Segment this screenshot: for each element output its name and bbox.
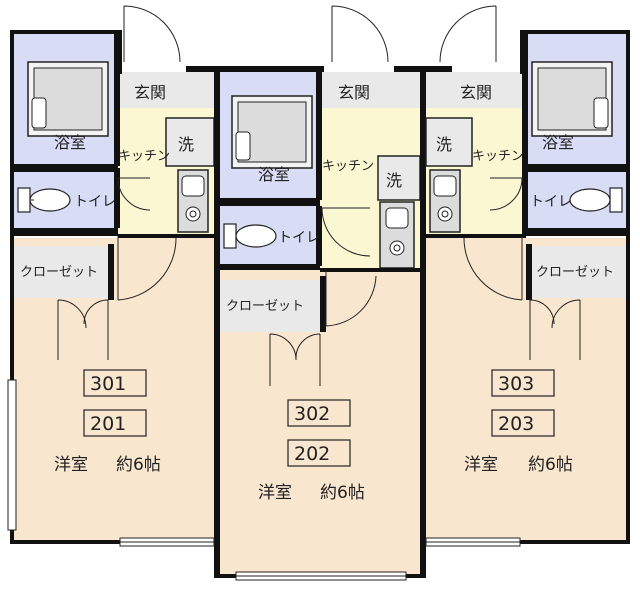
unit-2: 玄関 浴室 キッチン 洗 トイレ クローゼット 302 202 洋室 約6帖 [214, 5, 428, 578]
genkan-floor [320, 72, 420, 108]
toilet-icon [17, 187, 71, 213]
room-size-label: 約6帖 [116, 455, 161, 475]
room-number: 302 [294, 403, 330, 425]
unit-3: 玄関 浴室 キッチン 洗 トイレ クローゼット 303 203 洋室 約6帖 [420, 5, 630, 544]
toilet-label: トイレ [530, 194, 572, 210]
genkan-label: 玄関 [460, 83, 492, 102]
toilet-icon [569, 187, 623, 213]
stove-icon [429, 169, 461, 233]
genkan-floor [118, 72, 214, 108]
windows [7, 379, 521, 581]
closet-floor [530, 246, 626, 298]
closet-label: クローゼット [20, 265, 98, 280]
kitchen-label: キッチン [322, 159, 374, 174]
room-number-box [83, 409, 147, 437]
genkan-label: 玄関 [134, 83, 166, 102]
wash-label: 洗 [386, 171, 402, 190]
closet-label: クローゼット [536, 265, 614, 280]
washer-area [377, 155, 421, 201]
toilet-icon [223, 223, 277, 249]
unit-1: 玄関 浴室 キッチン 洗 トイレ クローゼット 301 201 洋室 約6帖 [10, 5, 220, 576]
room-number-box [287, 399, 351, 427]
room-number-box [83, 369, 147, 397]
room-number-box [491, 409, 555, 437]
room-number: 202 [294, 443, 330, 465]
bath-label: 浴室 [258, 165, 290, 184]
western-room-label: 洋室 [54, 455, 88, 475]
wash-label: 洗 [178, 135, 194, 154]
genkan-floor [426, 72, 526, 108]
closet-label: クローゼット [226, 299, 304, 314]
room-number: 203 [498, 413, 534, 435]
room-size-label: 約6帖 [320, 483, 365, 503]
stove-icon [379, 201, 415, 269]
toilet-label: トイレ [74, 194, 116, 210]
stove-icon [177, 169, 209, 233]
bath-label: 浴室 [54, 133, 86, 152]
room-number: 201 [90, 413, 126, 435]
washer-area [165, 117, 215, 167]
bath-label: 浴室 [542, 133, 574, 152]
kitchen-label: キッチン [118, 149, 170, 164]
room-number-box [491, 369, 555, 397]
toilet-label: トイレ [278, 230, 320, 246]
western-room-label: 洋室 [464, 455, 498, 475]
wash-label: 洗 [436, 135, 452, 154]
washer-area [425, 117, 473, 167]
closet-floor [220, 280, 320, 332]
genkan-label: 玄関 [338, 83, 370, 102]
room-number-box [287, 439, 351, 467]
room-size-label: 約6帖 [528, 455, 573, 475]
western-room-label: 洋室 [258, 483, 292, 503]
kitchen-label: キッチン [472, 149, 524, 164]
closet-floor [14, 246, 108, 298]
room-number: 301 [90, 373, 126, 395]
room-number: 303 [498, 373, 534, 395]
